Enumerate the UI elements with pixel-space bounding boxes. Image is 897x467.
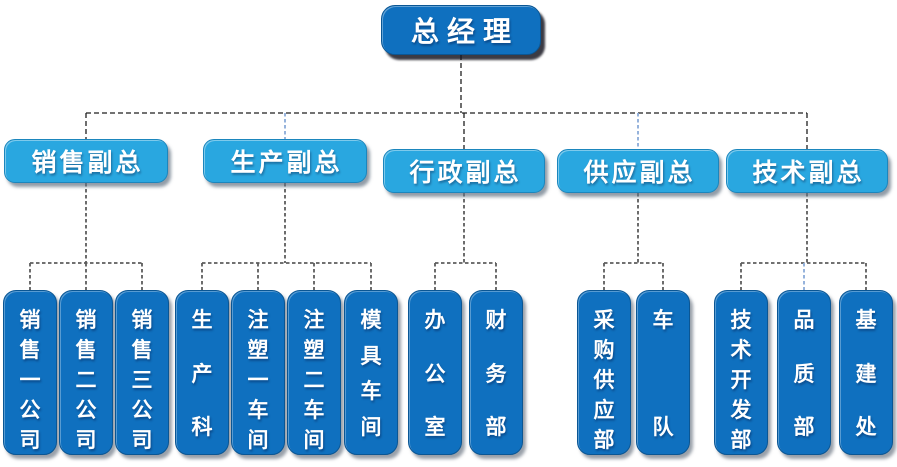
- org-node-label-char: 车: [247, 399, 269, 422]
- org-node-sales-company-1: 销售一公司: [3, 290, 57, 455]
- org-node-label-char: 车: [303, 399, 325, 422]
- org-node-label-char: 三: [131, 369, 153, 392]
- org-node-injection-workshop-2: 注塑二车间: [287, 290, 341, 455]
- org-node-label-char: 车: [360, 380, 382, 404]
- org-node-label: 技术副总: [752, 159, 865, 187]
- org-node-label-char: 术: [730, 339, 752, 362]
- org-node-label: 技术开发部: [715, 291, 767, 454]
- org-node-label-char: 供: [593, 369, 615, 392]
- org-node-label-char: 科: [191, 416, 213, 439]
- org-node-injection-workshop-1: 注塑一车间: [231, 290, 285, 455]
- org-node-label-char: 销: [131, 309, 153, 332]
- org-node-label-char: 塑: [303, 339, 325, 362]
- org-node-label-char: 二: [303, 369, 325, 392]
- org-node-label: 总经理: [410, 16, 519, 47]
- org-node-label-char: 公: [131, 399, 153, 422]
- org-node-label-char: 模: [360, 309, 382, 332]
- org-node-label-char: 队: [652, 416, 674, 439]
- org-node-label: 销售二公司: [60, 291, 112, 454]
- org-node-label-char: 部: [793, 416, 815, 439]
- org-node-label-char: 处: [855, 416, 877, 439]
- org-node-label-char: 技: [730, 309, 752, 332]
- org-node-label-char: 具: [360, 344, 382, 368]
- org-node-vehicle-fleet: 车队: [636, 290, 690, 455]
- org-node-label-char: 一: [19, 369, 41, 392]
- org-node-label-char: 销: [19, 309, 41, 332]
- org-node-general-manager: 总经理: [381, 5, 541, 55]
- org-node-supply-vp: 供应副总: [557, 149, 719, 193]
- org-node-label: 办公室: [409, 291, 461, 454]
- org-node-label-char: 间: [247, 429, 269, 452]
- org-node-label-char: 品: [793, 309, 815, 332]
- org-node-label-char: 司: [19, 429, 41, 452]
- org-node-label-char: 司: [131, 429, 153, 452]
- org-node-production-vp: 生产副总: [203, 139, 367, 183]
- org-node-label-char: 注: [247, 309, 269, 332]
- org-node-label-char: 售: [19, 339, 41, 362]
- org-node-sales-vp: 销售副总: [4, 139, 168, 183]
- org-node-label: 注塑二车间: [288, 291, 340, 454]
- org-node-label-char: 售: [131, 339, 153, 362]
- org-node-label-char: 公: [19, 399, 41, 422]
- org-node-infrastructure-dept: 基建处: [839, 290, 893, 455]
- org-node-label-char: 注: [303, 309, 325, 332]
- org-node-label-char: 二: [75, 369, 97, 392]
- org-node-label: 财务部: [470, 291, 522, 454]
- org-node-label: 车队: [637, 291, 689, 454]
- org-node-label-char: 质: [793, 362, 815, 386]
- org-node-label-char: 塑: [247, 339, 269, 362]
- org-node-label-char: 办: [424, 309, 446, 332]
- org-node-label-char: 基: [855, 309, 877, 332]
- org-node-label-char: 间: [360, 415, 382, 439]
- org-node-label-char: 司: [75, 429, 97, 452]
- org-node-label: 采购供应部: [578, 291, 630, 454]
- org-node-admin-vp: 行政副总: [383, 149, 545, 193]
- org-node-label-char: 生: [191, 309, 213, 332]
- org-node-label: 生产副总: [230, 149, 343, 177]
- org-node-label-char: 财: [485, 309, 507, 332]
- org-node-label-char: 部: [485, 416, 507, 439]
- org-node-tech-vp: 技术副总: [726, 149, 888, 193]
- org-node-label-char: 间: [303, 429, 325, 452]
- org-node-tech-development-dept: 技术开发部: [714, 290, 768, 455]
- org-node-sales-company-2: 销售二公司: [59, 290, 113, 455]
- org-node-finance-dept: 财务部: [469, 290, 523, 455]
- org-node-label-char: 室: [424, 416, 446, 439]
- org-node-label: 基建处: [840, 291, 892, 454]
- org-node-label-char: 产: [191, 362, 213, 386]
- org-node-label: 销售三公司: [116, 291, 168, 454]
- org-node-purchasing-supply-dept: 采购供应部: [577, 290, 631, 455]
- org-node-label: 生产科: [176, 291, 228, 454]
- org-node-label-char: 购: [593, 339, 615, 362]
- org-node-label-char: 开: [730, 369, 752, 392]
- org-node-production-dept: 生产科: [175, 290, 229, 455]
- org-node-label-char: 部: [593, 429, 615, 452]
- org-node-label-char: 采: [593, 309, 615, 332]
- org-node-label: 供应副总: [583, 159, 696, 187]
- org-node-label: 销售副总: [31, 149, 144, 177]
- org-node-label: 销售一公司: [4, 291, 56, 454]
- org-node-label-char: 销: [75, 309, 97, 332]
- org-node-office: 办公室: [408, 290, 462, 455]
- org-node-label-char: 部: [730, 429, 752, 452]
- org-node-label-char: 公: [75, 399, 97, 422]
- org-node-quality-dept: 品质部: [777, 290, 831, 455]
- org-node-label-char: 建: [855, 362, 877, 386]
- org-node-label: 品质部: [778, 291, 830, 454]
- org-node-label: 注塑一车间: [232, 291, 284, 454]
- org-node-sales-company-3: 销售三公司: [115, 290, 169, 455]
- org-node-label-char: 务: [485, 362, 507, 386]
- org-node-label: 模具车间: [345, 291, 397, 454]
- org-node-mold-workshop: 模具车间: [344, 290, 398, 455]
- org-node-label-char: 车: [652, 309, 674, 332]
- org-node-label-char: 发: [730, 399, 752, 422]
- org-node-label-char: 一: [247, 369, 269, 392]
- org-node-label: 行政副总: [409, 159, 522, 187]
- org-node-label-char: 售: [75, 339, 97, 362]
- org-node-label-char: 公: [424, 362, 446, 386]
- org-node-label-char: 应: [593, 399, 615, 422]
